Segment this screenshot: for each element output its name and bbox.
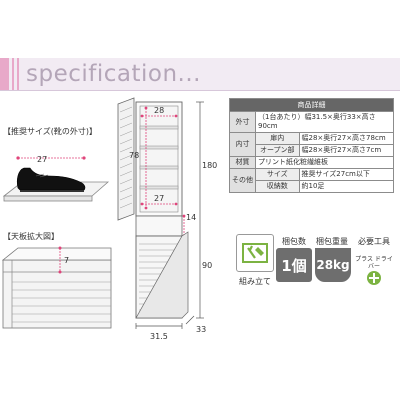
assembly-icon [242, 243, 268, 263]
tools-badge: プラス ドライバー [355, 248, 393, 294]
top-depth-label: 7 [64, 256, 69, 265]
tools-value: プラス ドライバー [355, 256, 393, 270]
table-row: 収納数 約10足 [230, 180, 395, 193]
total-height-label: 180 [202, 161, 217, 170]
table-row: その他 サイズ 推奨サイズ27cm以下 [229, 168, 395, 193]
package-count-title: 梱包数 [282, 237, 306, 246]
top-board-drawing [1, 247, 112, 329]
page-title: specification... [26, 61, 201, 87]
width-label: 31.5 [150, 332, 168, 341]
cabinet-height-dimension [144, 106, 148, 210]
header-underline [0, 90, 400, 91]
cabinet-drawing: 180 90 28 78 [117, 97, 217, 341]
tools-title: 必要工具 [358, 237, 390, 246]
total-height-dimension [196, 101, 204, 319]
shoe-icon [16, 167, 86, 192]
package-count-badge: 1個 [276, 248, 312, 282]
row-value: 幅28×奥行27×高さ7cm [298, 144, 395, 157]
gap-label: 14 [186, 213, 196, 222]
base-dimensions [135, 315, 195, 329]
shelf-width-label: 28 [154, 106, 164, 115]
row-label: その他 [229, 168, 256, 193]
row-label: 外寸 [229, 111, 256, 133]
cabinet-height-label: 78 [129, 151, 139, 160]
row-sublabel: 扉内 [255, 132, 300, 145]
row-sublabel: オープン部 [255, 144, 300, 157]
package-weight-title: 梱包重量 [316, 237, 348, 246]
top-board-caption: 【天板拡大図】 [3, 232, 59, 241]
assembly-label: 組み立て [239, 277, 271, 286]
table-row: 外寸 （1台あたり）幅31.5×奥行33×高さ90cm [229, 111, 394, 133]
row-value: （1台あたり）幅31.5×奥行33×高さ90cm [255, 111, 394, 133]
row-value: 約10足 [298, 180, 395, 193]
assembly-badge [236, 234, 274, 272]
row-label: 内寸 [229, 132, 256, 157]
row-value: 推奨サイズ27cm以下 [298, 168, 395, 181]
shoe-size-caption: 【推奨サイズ(靴の外寸)】 [3, 127, 98, 136]
lower-height-label: 90 [202, 261, 212, 270]
row-sublabel: 収納数 [255, 180, 300, 193]
package-weight-value: 28kg [316, 258, 350, 272]
top-board-illustration: 7 [1, 246, 112, 329]
header-accent-bar [0, 58, 9, 90]
row-value: プリント紙化粧繊維板 [255, 156, 394, 169]
top-depth-dimension [58, 246, 62, 274]
header-accent-bar [12, 58, 14, 90]
spec-table: 商品詳細 外寸 （1台あたり）幅31.5×奥行33×高さ90cm 内寸 扉内 幅… [229, 98, 395, 193]
weight-icon: 28kg [315, 248, 351, 282]
row-label: 材質 [229, 156, 256, 169]
table-row: 内寸 扉内 幅28×奥行27×高さ78cm [229, 132, 395, 157]
upper-door [117, 97, 135, 221]
table-row: 材質 プリント紙化粧繊維板 [229, 156, 394, 169]
shoe-width-label: 27 [37, 155, 47, 164]
depth-label: 33 [196, 325, 206, 334]
shelf-width-dimension [140, 114, 178, 118]
shelf-depth-label: 27 [154, 194, 164, 203]
screwdriver-icon [367, 271, 381, 285]
header-accent-bar [17, 58, 19, 90]
shoe-illustration: 27 [2, 155, 110, 202]
row-value: 幅28×奥行27×高さ78cm [298, 132, 395, 145]
package-count-value: 1個 [281, 256, 307, 275]
shoe-width-dimension [16, 156, 86, 160]
row-sublabel: サイズ [255, 168, 300, 181]
cabinet-lower [135, 231, 189, 319]
header-band [0, 58, 400, 90]
spec-table-header: 商品詳細 [229, 98, 394, 112]
